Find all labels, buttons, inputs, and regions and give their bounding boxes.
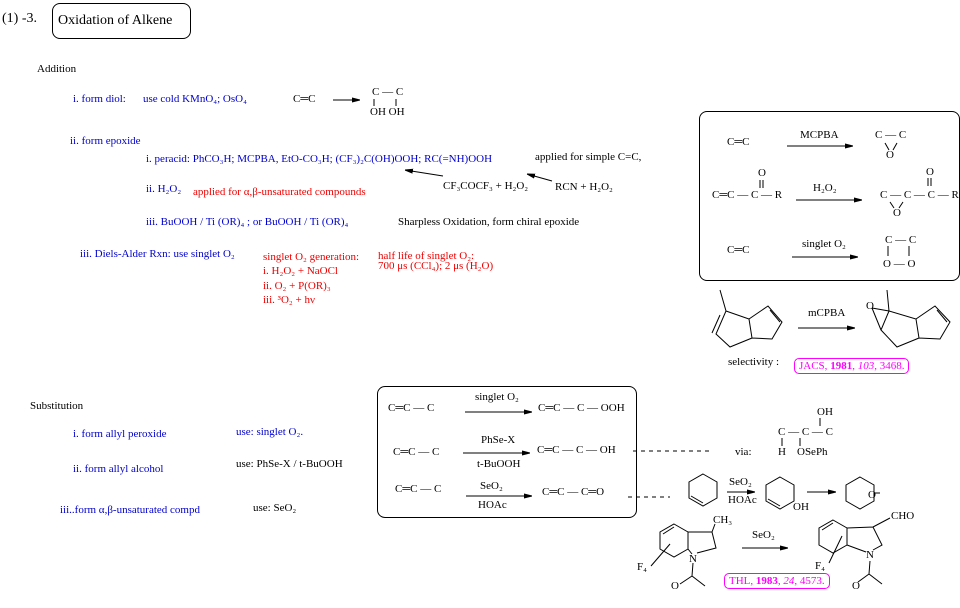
jacs-reference: JACS, 1981, 103, 3468. — [794, 358, 910, 374]
epoxide-label: ii. form epoxide — [70, 135, 141, 147]
via-h: H — [778, 446, 786, 458]
ref-separator: , — [777, 575, 784, 587]
sub-row1-reagent: singlet O₂ — [475, 391, 519, 403]
ref-page: , 3468. — [874, 360, 905, 372]
via-chain: C — C — C — [778, 426, 834, 438]
cyclohexene-rings — [688, 473, 880, 510]
cyclohexenone-oxygen: O — [868, 489, 876, 501]
scheme-row2-reagent: H₂O₂ — [813, 182, 837, 194]
scheme-row3-reagent: singlet O₂ — [802, 238, 846, 250]
sub-row2-product: C═C — C — OH — [537, 444, 616, 456]
cyclohexene-reagent-bottom: HOAc — [728, 494, 757, 506]
indoline-o: O — [671, 580, 679, 592]
bicyclic-reagent: mCPBA — [808, 307, 846, 319]
scheme-row1-reactant: C═C — [727, 136, 750, 148]
diol-product-top: C — C — [372, 86, 404, 98]
indoline-n: N — [689, 553, 697, 565]
diol-product-bottom: OH OH — [370, 106, 405, 118]
indole-o: O — [852, 580, 860, 592]
sub-row1-reactant: C═C — C — [388, 402, 435, 414]
sub-row3-reactant: C═C — C — [395, 483, 442, 495]
thl-reference: THL, 1983, 24, 4573. — [724, 573, 830, 589]
indole-n: N — [866, 549, 874, 561]
cyclohexenol-oh: OH — [793, 501, 809, 513]
section-number: (1) -3. — [2, 11, 37, 26]
scheme-row2-product: C — C — C — R — [880, 189, 959, 201]
scheme-row1-oxygen: O — [886, 149, 894, 161]
singlet-generation-title: singlet O₂ generation: — [263, 251, 360, 263]
half-life-title: half life of singlet O₂: — [378, 250, 475, 262]
ref-separator: , — [852, 360, 858, 372]
singlet-generation-2: ii. O₂ + P(OR)₃ — [263, 280, 331, 292]
scheme-row2-ketone-oxygen: O — [926, 166, 934, 178]
diol-reagents: use cold KMnO₄; OsO₄ — [143, 93, 247, 105]
sharpless-note: Sharpless Oxidation, form chiral epoxide — [398, 216, 580, 228]
cyclohexene-reagent-top: SeO₂ — [729, 476, 752, 488]
indole-f4: F₄ — [815, 560, 825, 572]
selectivity-label: selectivity : — [728, 356, 780, 368]
scheme-row2-reactant-oxygen: O — [758, 167, 766, 179]
unsaturated-compd-label: iii..form α,β-unsaturated compd — [60, 504, 200, 516]
title-box: Oxidation of Alkene — [52, 3, 191, 39]
unsaturated-compd-use: use: SeO₂ — [253, 502, 297, 514]
allyl-alcohol-use: use: PhSe-X / t-BuOOH — [236, 458, 343, 470]
indoline-f4: F₄ — [637, 561, 647, 573]
half-life-values: 700 μs (CCl₄); 2 μs (H₂O) — [378, 260, 494, 272]
bicyclic-product — [871, 289, 951, 348]
sharpless-line: iii. BuOOH / Ti (OR)₄ ; or BuOOH / Ti (O… — [146, 216, 349, 228]
ref-journal: JACS, — [799, 360, 831, 372]
diol-reactant: C═C — [293, 93, 316, 105]
sub-row3-product: C═C — C═O — [542, 486, 605, 498]
sub-row2-reagent-top: PhSe-X — [481, 434, 516, 446]
scheme-row3-product-bottom: O — O — [883, 258, 916, 270]
peracid-source-1: CF₃COCF₃ + H₂O₂ — [443, 180, 529, 192]
singlet-generation-1: i. H₂O₂ + NaOCl — [263, 265, 338, 277]
bond-lines — [373, 99, 932, 498]
substitution-scheme-box — [377, 386, 637, 518]
ref-year: 1981 — [830, 360, 853, 372]
peracid-line: i. peracid: PhCO₃H; MCPBA, EtO-CO₃H; (CF… — [146, 153, 493, 165]
indole-cho: CHO — [891, 510, 915, 522]
scheme-row3-product-top: C — C — [885, 234, 917, 246]
sub-row3-reagent-bottom: HOAc — [478, 499, 507, 511]
sub-row1-product: C═C — C — OOH — [538, 402, 625, 414]
peracid-note: applied for simple C=C, — [535, 151, 642, 163]
allyl-alcohol-label: ii. form allyl alcohol — [73, 463, 164, 475]
reaction-arrows — [333, 100, 862, 548]
scheme-row2-reactant: C═C — C — R — [712, 189, 783, 201]
bicyclic-epoxide-oxygen: O — [866, 300, 874, 312]
indoline-structure — [650, 523, 717, 587]
addition-heading: Addition — [37, 63, 77, 75]
ref-volume: 103 — [857, 360, 875, 372]
sub-row3-reagent-top: SeO₂ — [480, 480, 503, 492]
indole-reagent: SeO₂ — [752, 529, 775, 541]
bicyclic-reactant — [711, 289, 783, 348]
sub-row2-reagent-bottom: t-BuOOH — [477, 458, 521, 470]
via-label: via: — [735, 446, 752, 458]
ref-journal: THL, — [729, 575, 756, 587]
h2o2-line: ii. H₂O₂ — [146, 183, 182, 195]
scheme-row3-reactant: C═C — [727, 244, 750, 256]
page-title: Oxidation of Alkene — [58, 13, 173, 28]
peracid-source-2: RCN + H₂O₂ — [555, 181, 613, 193]
sub-row2-reactant: C═C — C — [393, 446, 440, 458]
h2o2-note: applied for α,β-unsaturated compounds — [193, 186, 366, 198]
scheme-row1-reagent: MCPBA — [800, 129, 839, 141]
scheme-row2-epoxide-oxygen: O — [893, 207, 901, 219]
allyl-peroxide-label: i. form allyl peroxide — [73, 428, 167, 440]
ref-year: 1983 — [755, 575, 778, 587]
diels-alder-label: iii. Diels-Alder Rxn: use singlet O₂ — [80, 248, 235, 260]
via-osePh: OSePh — [797, 446, 828, 458]
substitution-heading: Substitution — [30, 400, 84, 412]
ref-volume: 24 — [783, 575, 795, 587]
indole-structure — [818, 517, 891, 585]
allyl-peroxide-use: use: singlet O₂. — [236, 426, 304, 438]
diol-label: i. form diol: — [73, 93, 126, 105]
singlet-generation-3: iii. ³O₂ + hν — [263, 294, 315, 306]
scheme-row1-product: C — C — [875, 129, 907, 141]
indoline-ch3: CH₃ — [713, 514, 733, 526]
ref-page: , 4573. — [794, 575, 825, 587]
via-oh: OH — [817, 406, 833, 418]
